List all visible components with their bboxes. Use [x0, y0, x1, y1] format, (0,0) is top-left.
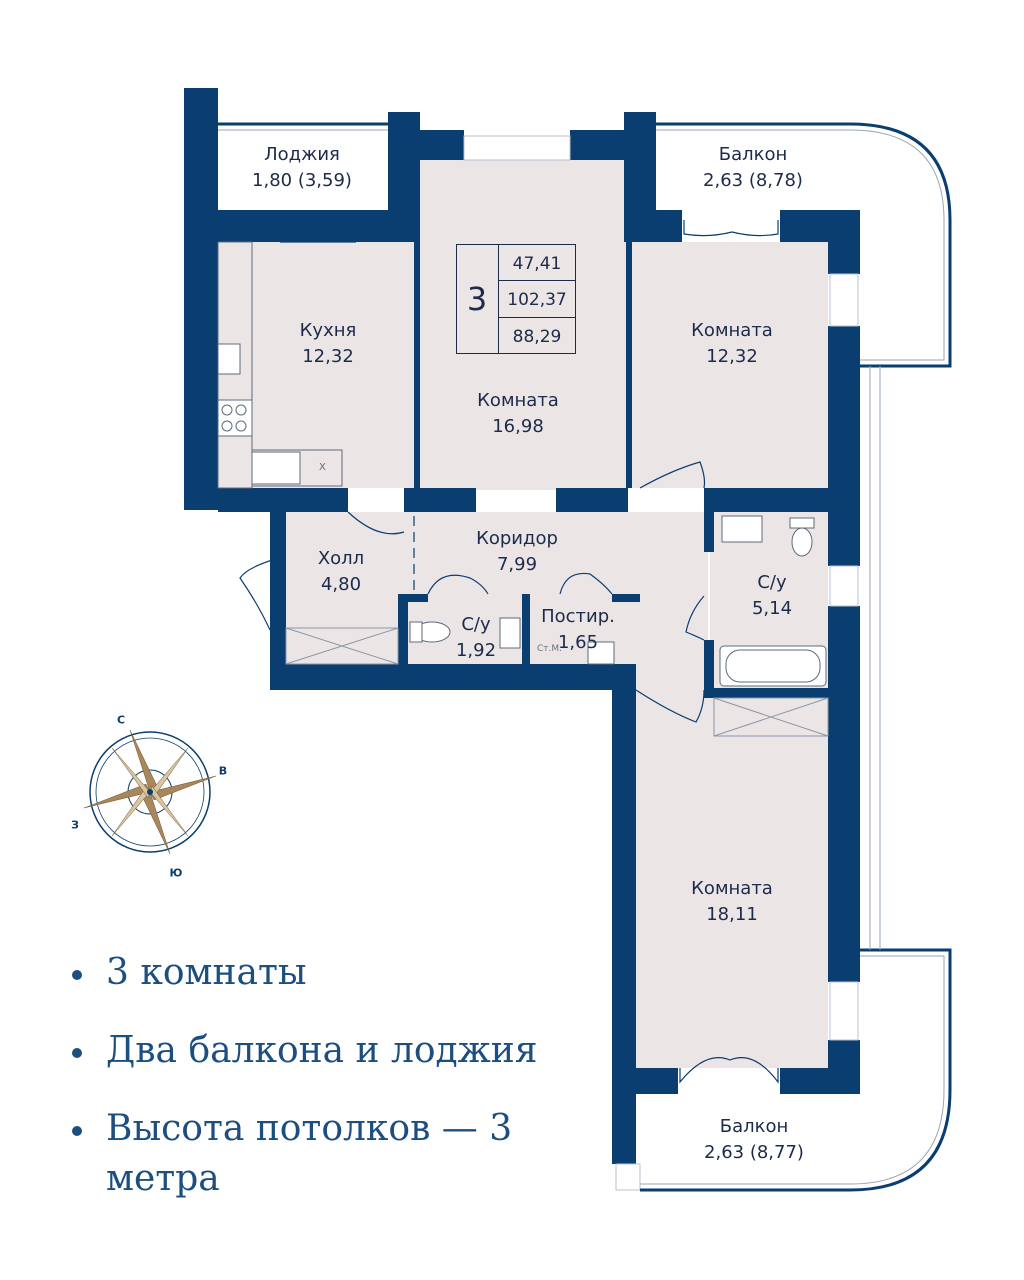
feature-item: Высота потолков — 3 метра: [70, 1104, 576, 1204]
feature-item: 3 комнаты: [70, 948, 576, 998]
corridor-label: Коридор 7,99: [476, 526, 558, 578]
walls: [184, 88, 860, 1164]
bedroom-right-label: Комната 12,32: [691, 318, 773, 370]
compass-south-label: Ю: [169, 866, 183, 880]
room-area: 7,99: [496, 554, 538, 575]
room-name: Балкон: [719, 1116, 789, 1137]
room-name: Холл: [317, 548, 365, 569]
room-name: Коридор: [476, 528, 558, 549]
room-name: С/у: [461, 614, 491, 635]
bedroom-bottom-label: Комната 18,11: [691, 876, 773, 928]
balcony-bottom-label: Балкон 2,63 (8,77): [704, 1114, 804, 1166]
room-name: Кухня: [299, 320, 357, 341]
balcony-rails: [218, 129, 945, 1185]
room-area: 12,32: [706, 346, 758, 367]
room-area: 18,11: [706, 904, 758, 925]
balcony-outlines: [218, 122, 952, 1192]
living-area: 47,41: [512, 254, 562, 274]
room-name: Комната: [691, 320, 773, 341]
room-name: Комната: [691, 878, 773, 899]
compass-west-label: З: [71, 818, 79, 832]
room-name: Лоджия: [264, 144, 340, 165]
balcony-top-label: Балкон 2,63 (8,78): [703, 142, 803, 194]
total-area: 102,37: [507, 290, 567, 310]
compass-east-label: В: [218, 764, 228, 778]
wc-small-label: С/у 1,92: [456, 612, 496, 664]
fixtures: [217, 241, 827, 687]
rooms-count: 3: [466, 280, 488, 318]
laundry-label: Постир. 1,65: [541, 604, 615, 656]
room-area: 5,14: [751, 598, 793, 619]
hall-label: Холл 4,80: [318, 546, 364, 598]
kitchen-label: Кухня 12,32: [300, 318, 357, 370]
room-area: 1,92: [455, 640, 497, 661]
summary-grid: [456, 244, 576, 354]
apartment-summary: 3 47,41 102,37 88,29: [456, 244, 576, 354]
windows: [463, 135, 859, 1191]
compass-rose-icon: [83, 729, 217, 855]
compass-north-label: С: [116, 713, 126, 727]
room-area: 1,65: [557, 632, 599, 653]
room-name: Постир.: [541, 606, 615, 627]
room-area: 16,98: [492, 416, 544, 437]
room-area: 4,80: [320, 574, 362, 595]
room-name: Комната: [477, 390, 559, 411]
area-without-balconies: 88,29: [512, 327, 562, 347]
feature-list: 3 комнаты Два балкона и лоджия Высота по…: [70, 948, 576, 1232]
room-area: 2,63 (8,78): [703, 170, 803, 191]
bathroom-right-label: С/у 5,14: [752, 570, 792, 622]
room-area: 2,63 (8,77): [704, 1142, 804, 1163]
living-room-label: Комната 16,98: [477, 388, 559, 440]
loggia-label: Лоджия 1,80 (3,59): [252, 142, 352, 194]
feature-item: Два балкона и лоджия: [70, 1026, 576, 1076]
room-name: Балкон: [718, 144, 788, 165]
washing-machine-label: Ст.М.: [537, 644, 563, 654]
room-area: 12,32: [302, 346, 354, 367]
kitchen-fixture-mark: X: [319, 462, 326, 473]
room-name: С/у: [757, 572, 787, 593]
room-area: 1,80 (3,59): [252, 170, 352, 191]
wardrobes: [285, 627, 829, 737]
doors: [239, 220, 779, 1084]
